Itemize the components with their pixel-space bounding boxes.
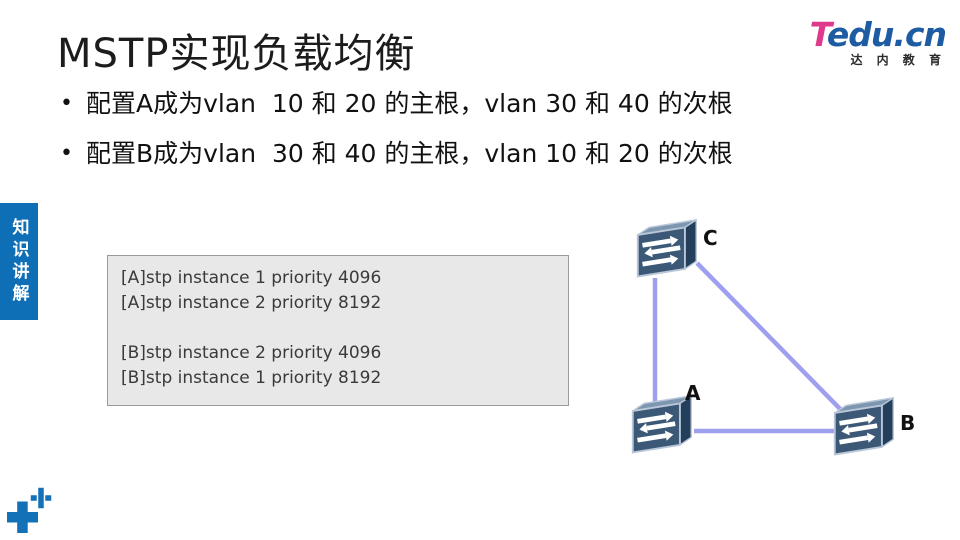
bullet-text-b: 配置B成为vlan 30 和 40 的主根，vlan 10 和 20 的次根 [86, 139, 733, 168]
sidebar-tab-label: 知识讲解 [8, 217, 29, 306]
switch-icon-b [833, 396, 894, 456]
bullet-item-a: • 配置A成为vlan 10 和 20 的主根，vlan 30 和 40 的次根 [60, 86, 940, 136]
logo-letter-t: T [809, 15, 828, 54]
cli-config-box: [A]stp instance 1 priority 4096 [A]stp i… [107, 255, 569, 406]
node-label-c: C [703, 226, 718, 250]
cli-line: [B]stp instance 1 priority 8192 [121, 368, 382, 388]
bullet-marker: • [60, 91, 73, 116]
bullet-list: • 配置A成为vlan 10 和 20 的主根，vlan 30 和 40 的次根… [60, 86, 940, 186]
cli-line: [B]stp instance 2 priority 4096 [121, 343, 382, 363]
bullet-text-a: 配置A成为vlan 10 和 20 的主根，vlan 30 和 40 的次根 [86, 89, 733, 118]
switch-icon-c [636, 218, 697, 278]
bullet-marker: • [60, 141, 73, 166]
link-c-b [695, 261, 848, 417]
switch-icon-a [631, 394, 692, 454]
cli-line: [A]stp instance 1 priority 4096 [121, 268, 382, 288]
page-title: MSTP实现负载均衡 [57, 31, 416, 77]
node-label-b: B [900, 411, 916, 435]
sidebar-tab-knowledge: 知识讲解 [0, 203, 38, 320]
logo-text-educn: edu.cn [826, 15, 947, 54]
cli-line: [A]stp instance 2 priority 8192 [121, 293, 382, 313]
plus-decoration-icon [7, 486, 53, 533]
logo-brand-text: Tedu.cn [798, 15, 947, 54]
node-label-a: A [685, 381, 701, 405]
tedu-logo: Tedu.cn 达 内 教 育 [798, 15, 947, 67]
logo-tagline: 达 内 教 育 [850, 53, 946, 67]
bullet-item-b: • 配置B成为vlan 30 和 40 的主根，vlan 10 和 20 的次根 [60, 136, 940, 186]
